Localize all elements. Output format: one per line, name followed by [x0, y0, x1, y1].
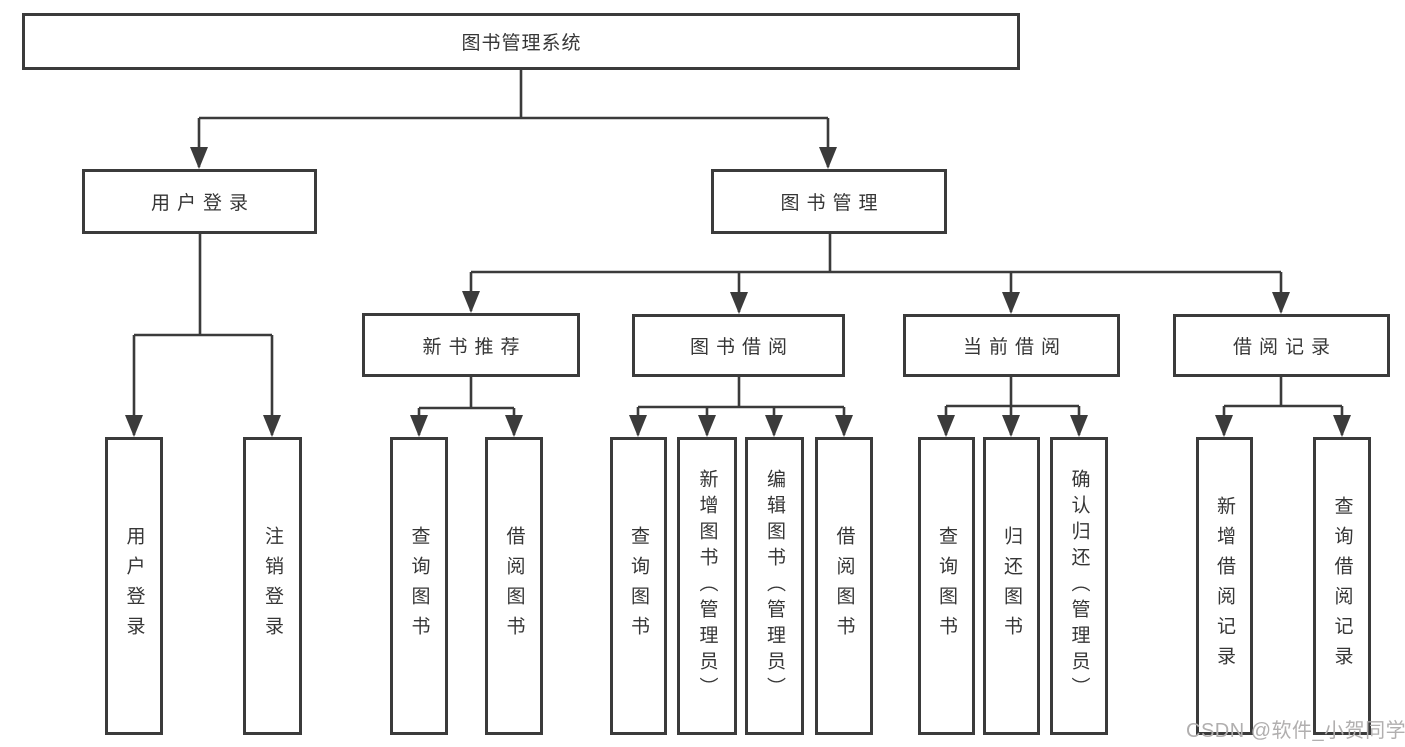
node-borrowing-records: 借阅记录: [1173, 314, 1390, 377]
col-current-return-books: 归还图书: [983, 437, 1040, 735]
col-borrowing-query-books-label: 查询图书: [628, 526, 649, 646]
col-records-query-record-label: 查询借阅记录: [1331, 496, 1353, 676]
node-new-book-recommend: 新书推荐: [362, 313, 580, 377]
node-root: 图书管理系统: [22, 13, 1020, 70]
col-recommend-borrow-books: 借阅图书: [485, 437, 543, 735]
col-borrowing-add-books-admin-label: 新增图书（管理员）: [696, 469, 718, 703]
col-borrowing-add-books-admin: 新增图书（管理员）: [677, 437, 737, 735]
node-current-borrowing: 当前借阅: [903, 314, 1120, 377]
col-records-add-record: 新增借阅记录: [1196, 437, 1253, 735]
node-current-borrowing-label: 当前借阅: [962, 337, 1067, 358]
col-current-return-books-label: 归还图书: [1001, 526, 1022, 646]
node-book-borrowing: 图书借阅: [632, 314, 845, 377]
col-logout-label: 注销登录: [262, 526, 283, 646]
col-recommend-query-books-label: 查询图书: [408, 526, 430, 646]
csdn-watermark: CSDN @软件_小贺同学: [1186, 720, 1405, 742]
node-book-management-label: 图书管理: [780, 193, 885, 214]
col-current-query-books: 查询图书: [918, 437, 975, 735]
col-current-confirm-return-admin-label: 确认归还（管理员）: [1068, 469, 1090, 703]
node-new-book-recommend-label: 新书推荐: [422, 336, 527, 358]
node-user-login: 用户登录: [82, 169, 317, 234]
col-current-confirm-return-admin: 确认归还（管理员）: [1050, 437, 1108, 735]
node-book-management: 图书管理: [711, 169, 947, 234]
col-recommend-borrow-books-label: 借阅图书: [503, 526, 525, 646]
col-recommend-query-books: 查询图书: [390, 437, 448, 735]
col-borrowing-edit-books-admin-label: 编辑图书（管理员）: [764, 469, 785, 703]
col-records-add-record-label: 新增借阅记录: [1214, 496, 1235, 676]
node-borrowing-records-label: 借阅记录: [1232, 337, 1337, 358]
col-borrowing-borrow-books-label: 借阅图书: [833, 526, 855, 646]
col-records-query-record: 查询借阅记录: [1313, 437, 1371, 735]
col-borrowing-borrow-books: 借阅图书: [815, 437, 873, 735]
col-borrowing-edit-books-admin: 编辑图书（管理员）: [745, 437, 804, 735]
col-current-query-books-label: 查询图书: [936, 526, 957, 646]
col-user-login-label: 用户登录: [123, 526, 145, 646]
node-root-label: 图书管理系统: [461, 33, 582, 54]
col-borrowing-query-books: 查询图书: [610, 437, 667, 735]
col-user-login: 用户登录: [105, 437, 163, 735]
node-user-login-label: 用户登录: [150, 193, 255, 214]
col-logout: 注销登录: [243, 437, 302, 735]
node-book-borrowing-label: 图书借阅: [689, 337, 794, 358]
